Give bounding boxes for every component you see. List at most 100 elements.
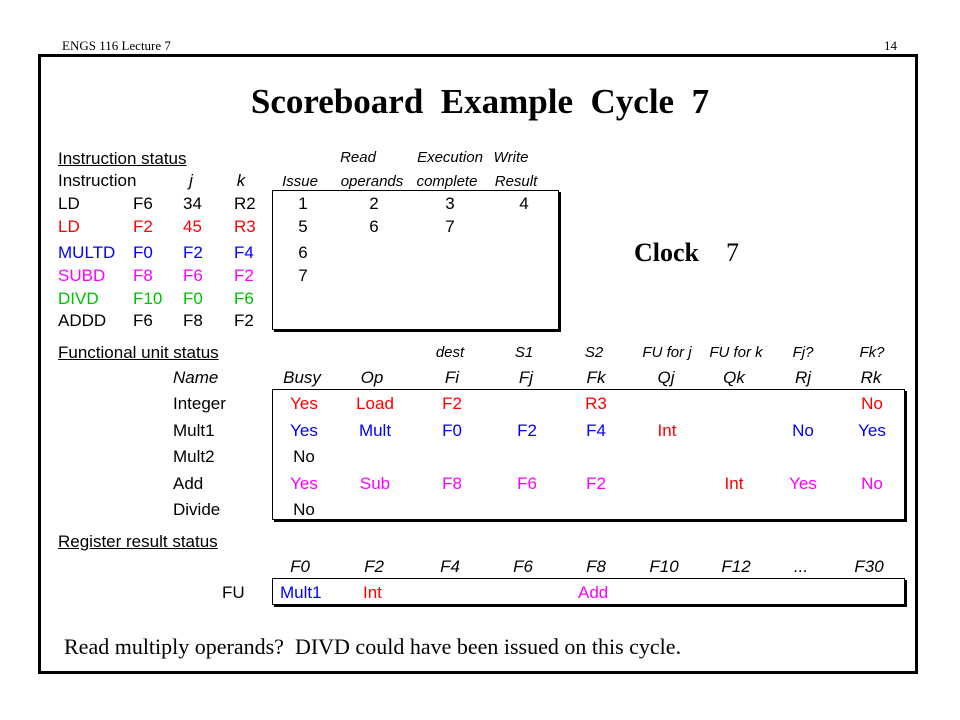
reg-header: ... (793, 557, 809, 576)
col-exec-top: Execution (417, 149, 483, 166)
instr-op: DIVD (58, 289, 99, 308)
col-rk: Rk (860, 368, 882, 387)
register-result-status-heading: Register result status (58, 532, 218, 551)
reg-header: F0 (290, 557, 310, 576)
col-rj: Rj (794, 368, 812, 387)
fu-name: Mult1 (173, 421, 215, 440)
instr-dest: F0 (133, 243, 153, 262)
col-fk-top: S2 (584, 344, 604, 361)
col-k: k (236, 171, 246, 190)
instr-j: F0 (183, 289, 203, 308)
fu-op: Sub (359, 474, 391, 493)
page-number: 14 (884, 38, 897, 53)
fu-name: Divide (173, 500, 221, 519)
fu-op: Load (356, 394, 394, 413)
fu-busy: Yes (290, 394, 318, 413)
col-fi-top: dest (435, 344, 465, 361)
col-rj-top: Fj? (792, 344, 814, 361)
instr-k: F6 (234, 289, 254, 308)
fu-busy: No (293, 500, 315, 519)
instr-read: 6 (369, 217, 379, 236)
instr-issue: 6 (298, 243, 308, 262)
fu-name: Add (173, 474, 204, 493)
instr-j: F2 (183, 243, 203, 262)
reg-header: F4 (440, 557, 460, 576)
fu-qj: Int (657, 421, 677, 440)
fu-fi: F0 (442, 421, 462, 440)
reg-header: F10 (649, 557, 679, 576)
fu-busy: No (293, 447, 315, 466)
fu-rj: Yes (789, 474, 817, 493)
instr-issue: 7 (298, 266, 308, 285)
reg-header: F30 (854, 557, 884, 576)
fu-fj: F2 (517, 421, 537, 440)
instr-dest: F6 (133, 194, 153, 213)
reg-value: Mult1 (280, 583, 322, 602)
col-qk: Qk (723, 368, 745, 387)
clock-value: 7 (726, 238, 739, 267)
col-qj: Qj (657, 368, 675, 387)
fu-name: Integer (173, 394, 226, 413)
instr-issue: 5 (298, 217, 308, 236)
fu-rk: No (861, 474, 883, 493)
instr-j: F6 (183, 266, 203, 285)
instr-exec: 7 (445, 217, 455, 236)
col-write-bottom: Result (494, 173, 538, 190)
register-result-box (272, 578, 905, 605)
col-fi: Fi (444, 368, 460, 387)
col-j: j (189, 171, 193, 190)
instr-write: 4 (519, 194, 529, 213)
fu-fk: F2 (586, 474, 606, 493)
functional-unit-box (272, 389, 905, 520)
instr-op: MULTD (58, 243, 116, 262)
col-qk-top: FU for k (709, 344, 763, 361)
col-fk: Fk (586, 368, 606, 387)
col-issue: Issue (282, 173, 318, 190)
reg-value: Int (363, 583, 382, 602)
clock-label: Clock (634, 238, 699, 267)
instr-op: ADDD (58, 311, 107, 330)
col-rk-top: Fk? (859, 344, 885, 361)
col-exec-bottom: complete (416, 173, 478, 190)
functional-unit-status-heading: Functional unit status (58, 343, 219, 362)
col-qj-top: FU for j (642, 344, 692, 361)
col-instruction: Instruction (58, 171, 137, 190)
fu-fi: F8 (442, 474, 462, 493)
fu-fi: F2 (442, 394, 462, 413)
instr-dest: F10 (133, 289, 163, 308)
slide-note: Read multiply operands? DIVD could have … (64, 634, 682, 659)
fu-busy: Yes (290, 421, 318, 440)
slide-frame (38, 54, 918, 674)
col-read-top: Read (340, 149, 376, 166)
col-busy: Busy (283, 368, 321, 387)
fu-qk: Int (724, 474, 744, 493)
instr-dest: F6 (133, 311, 153, 330)
instr-j: 34 (183, 194, 202, 213)
col-write-top: Write (493, 149, 529, 166)
fu-row-label: FU (222, 583, 245, 602)
fu-fk: F4 (586, 421, 606, 440)
instr-k: F2 (234, 266, 254, 285)
col-name: Name (173, 368, 219, 387)
instr-k: R2 (234, 194, 256, 213)
col-fj-top: S1 (514, 344, 534, 361)
slide-title: Scoreboard Example Cycle 7 (250, 82, 710, 121)
fu-fj: F6 (517, 474, 537, 493)
reg-value: Add (578, 583, 609, 602)
reg-header: F2 (364, 557, 384, 576)
instr-k: F2 (234, 311, 254, 330)
instr-k: R3 (234, 217, 256, 236)
fu-busy: Yes (290, 474, 318, 493)
col-read-bottom: operands (340, 173, 404, 190)
instruction-status-heading: Instruction status (58, 149, 187, 168)
reg-header: F12 (721, 557, 751, 576)
instr-op: LD (58, 217, 80, 236)
instr-j: F8 (183, 311, 203, 330)
lecture-header: ENGS 116 Lecture 7 (62, 38, 171, 53)
instr-dest: F8 (133, 266, 153, 285)
instr-issue: 1 (298, 194, 308, 213)
fu-op: Mult (358, 421, 392, 440)
reg-header: F6 (513, 557, 533, 576)
col-op: Op (360, 368, 384, 387)
fu-name: Mult2 (173, 447, 215, 466)
